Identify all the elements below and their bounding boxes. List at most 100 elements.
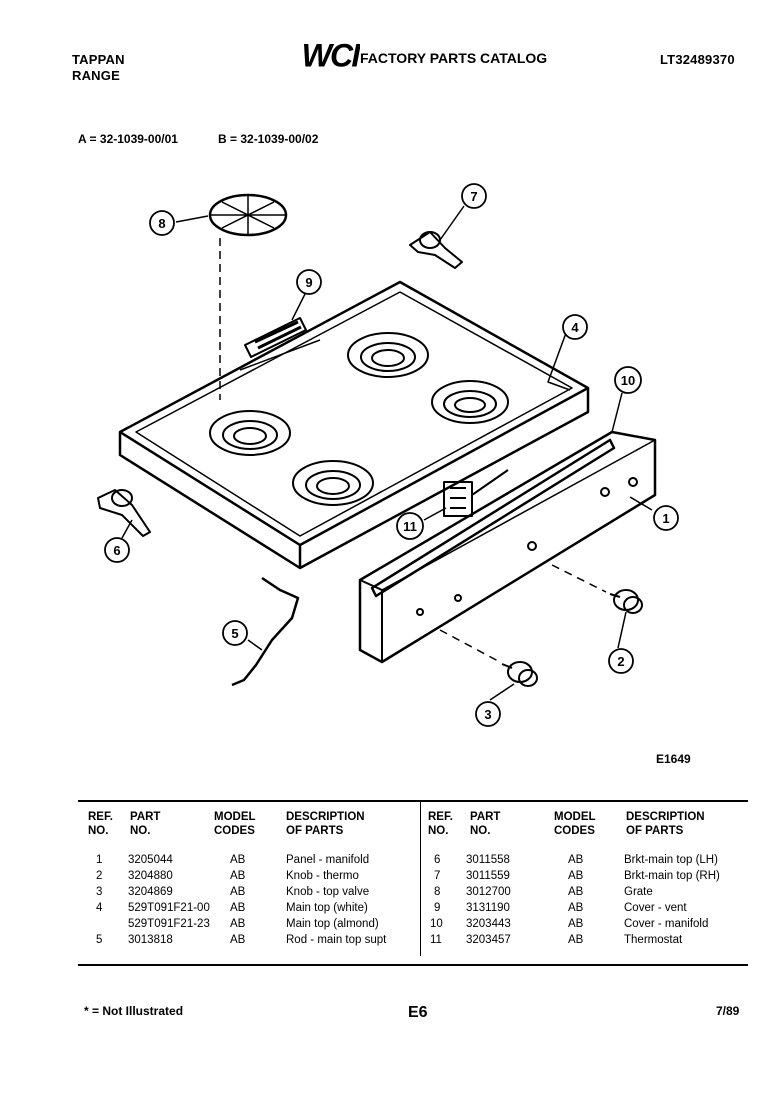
part-no: 3013818 xyxy=(128,934,173,946)
callout-6: 6 xyxy=(104,537,130,563)
svg-text:9: 9 xyxy=(305,275,312,290)
manifold-panel-part xyxy=(358,430,657,664)
model-code: AB xyxy=(230,918,246,930)
callout-7: 7 xyxy=(461,183,487,209)
thermostat-part xyxy=(443,469,509,517)
callout-11: 11 xyxy=(396,512,424,540)
part-no: 3205044 xyxy=(128,854,173,866)
svg-text:4: 4 xyxy=(571,320,579,335)
part-desc: Thermostat xyxy=(624,934,683,946)
part-no: 3011558 xyxy=(466,854,510,866)
callout-1: 1 xyxy=(653,505,679,531)
ref-no: 2 xyxy=(96,870,103,882)
main-top-part xyxy=(118,280,590,570)
part-desc: Cover - vent xyxy=(624,902,687,914)
callout-2: 2 xyxy=(608,648,634,674)
callout-3: 3 xyxy=(475,701,501,727)
model-code: AB xyxy=(230,870,246,882)
burner-right xyxy=(431,380,509,424)
model-code: AB xyxy=(230,934,246,946)
callout-8: 8 xyxy=(149,210,175,236)
ref-no: 6 xyxy=(434,854,441,866)
grate-part xyxy=(208,193,288,400)
wci-logo: WCI xyxy=(302,38,360,72)
part-no: 3203457 xyxy=(466,934,511,946)
table-bottom-rule xyxy=(78,964,748,966)
svg-text:2: 2 xyxy=(617,654,624,669)
ref-no: 3 xyxy=(96,886,103,898)
part-no: 3011559 xyxy=(466,870,510,882)
manifold-cover-part xyxy=(370,438,616,598)
callout-9: 9 xyxy=(296,269,322,295)
ref-no: 9 xyxy=(434,902,441,914)
ref-no: 10 xyxy=(430,918,443,930)
part-desc: Cover - manifold xyxy=(624,918,709,930)
brand-name: TAPPAN xyxy=(72,52,125,67)
model-code: AB xyxy=(230,886,246,898)
burner-back-right xyxy=(347,332,429,378)
part-desc: Panel - manifold xyxy=(286,854,370,866)
svg-text:11: 11 xyxy=(403,519,417,534)
header-ref-right: REF.NO. xyxy=(428,811,453,837)
part-desc: Knob - thermo xyxy=(286,870,359,882)
support-rod-part xyxy=(231,576,300,687)
model-code: AB xyxy=(568,918,584,930)
vent-cover-part xyxy=(244,317,307,358)
part-desc: Knob - top valve xyxy=(286,886,370,898)
model-b-label: B = 32-1039-00/02 xyxy=(218,132,319,146)
model-code: AB xyxy=(568,886,584,898)
svg-text:10: 10 xyxy=(621,373,635,388)
product-type: RANGE xyxy=(72,68,120,83)
part-no: 3204880 xyxy=(128,870,173,882)
callout-4: 4 xyxy=(562,314,588,340)
model-code: AB xyxy=(568,870,584,882)
part-desc: Rod - main top supt xyxy=(286,934,387,946)
callout-10: 10 xyxy=(614,366,642,394)
callout-5: 5 xyxy=(222,620,248,646)
part-desc: Brkt-main top (LH) xyxy=(624,854,718,866)
part-no: 3203443 xyxy=(466,918,511,930)
ref-no: 11 xyxy=(430,934,442,946)
part-desc: Brkt-main top (RH) xyxy=(624,870,720,882)
part-desc: Main top (white) xyxy=(286,902,368,914)
table-top-rule xyxy=(78,800,748,802)
part-no: 3012700 xyxy=(466,886,511,898)
part-no: 529T091F21-23 xyxy=(128,918,210,930)
ref-no: 7 xyxy=(434,870,441,882)
svg-text:3: 3 xyxy=(484,707,491,722)
figure-id: E1649 xyxy=(656,752,691,766)
part-desc: Grate xyxy=(624,886,653,898)
ref-no: 8 xyxy=(434,886,441,898)
svg-text:1: 1 xyxy=(662,511,669,526)
bracket-rh-part xyxy=(409,231,463,269)
svg-text:6: 6 xyxy=(113,543,120,558)
model-code: AB xyxy=(230,902,246,914)
model-code: AB xyxy=(568,934,584,946)
catalog-number: LT32489370 xyxy=(660,52,735,67)
model-code: AB xyxy=(230,854,246,866)
footnote: * = Not Illustrated xyxy=(84,1004,184,1018)
model-a-label: A = 32-1039-00/01 xyxy=(78,132,178,146)
ref-no: 5 xyxy=(96,934,103,946)
page-code: E6 xyxy=(408,1004,428,1021)
ref-no: 1 xyxy=(96,854,103,866)
burner-front xyxy=(292,460,374,506)
ref-no: 4 xyxy=(96,902,103,914)
print-date: 7/89 xyxy=(716,1004,740,1018)
header-ref: REF.NO. xyxy=(88,811,113,837)
model-code: AB xyxy=(568,854,584,866)
part-desc: Main top (almond) xyxy=(286,918,379,930)
burner-left xyxy=(209,410,291,456)
catalog-title: FACTORY PARTS CATALOG xyxy=(360,50,548,66)
part-no: 529T091F21-00 xyxy=(128,902,210,914)
svg-text:8: 8 xyxy=(158,216,165,231)
part-no: 3131190 xyxy=(466,902,510,914)
thermo-knob-part xyxy=(551,564,643,614)
svg-text:7: 7 xyxy=(470,189,477,204)
